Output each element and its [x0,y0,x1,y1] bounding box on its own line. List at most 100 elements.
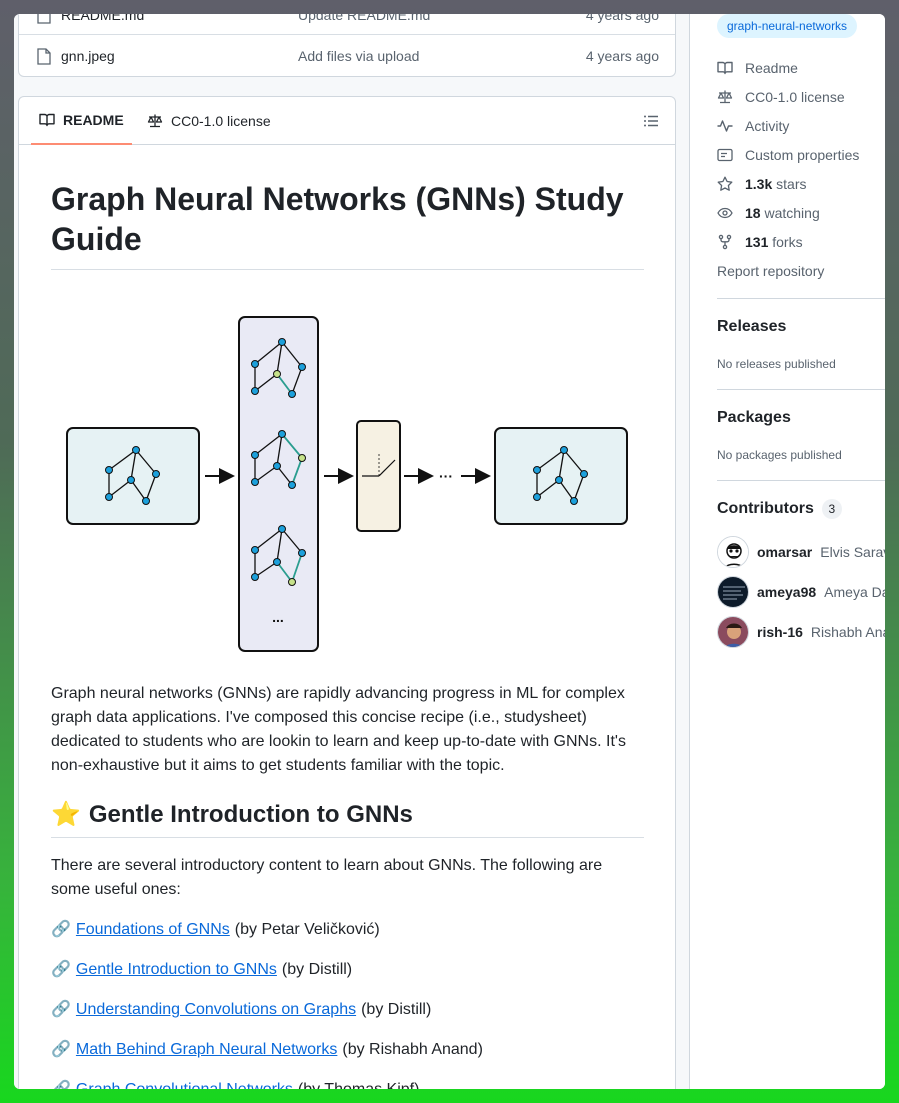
contributor-name: Ameya Daigavane [824,584,885,600]
tab-label: README [63,112,124,128]
readme-tabs: README CC0-1.0 license [19,97,675,145]
contributor-name: Elvis Saravia [820,544,885,560]
contributors-counter: 3 [821,499,842,519]
book-icon [717,61,733,75]
forks-count: 131 [745,234,769,250]
sidebar-item-stars[interactable]: 1.3k stars [717,174,806,194]
pulse-icon [717,120,733,132]
report-repository-link[interactable]: Report repository [717,263,825,279]
repo-sidebar: graph-neural-networks Readme CC0-1.0 lic… [689,14,885,1089]
packages-title[interactable]: Packages [717,409,791,426]
sidebar-item-label: watching [764,205,820,221]
link-author: (by Distill) [281,961,353,978]
sidebar-item-label: Readme [745,60,798,76]
avatar[interactable] [717,536,749,568]
list-item: 🔗 Gentle Introduction to GNNs (by Distil… [51,958,644,982]
readme-content: Graph Neural Networks (GNNs) Study Guide [51,145,644,1089]
commit-time: 4 years ago [585,14,659,23]
contributors-heading[interactable]: Contributors 3 [717,499,842,519]
star-icon [717,176,733,191]
list-item: 🔗 Graph Convolutional Networks (by Thoma… [51,1078,644,1089]
commit-time: 4 years ago [585,48,659,64]
link-emoji: 🔗 [51,1078,71,1089]
avatar[interactable] [717,616,749,648]
contributor-login[interactable]: ameya98 [757,584,817,600]
diagram-more-label: ... [272,609,284,625]
browser-window: README.md Update README.md 4 years ago g… [14,14,885,1089]
link-emoji: 🔗 [51,1001,71,1018]
file-row[interactable]: README.md Update README.md 4 years ago [19,14,675,35]
tab-readme[interactable]: README [31,97,132,145]
resource-link[interactable]: Graph Convolutional Networks [76,1078,293,1089]
releases-heading[interactable]: Releases [717,318,786,336]
section-lead: There are several introductory content t… [51,857,603,898]
packages-note: No packages published [717,448,842,462]
link-author: (by Thomas Kipf) [298,1078,420,1089]
link-emoji: 🔗 [51,921,71,938]
law-icon [147,114,163,128]
file-icon [37,14,51,24]
list-item: 🔗 Math Behind Graph Neural Networks (by … [51,1038,644,1062]
topic-tag[interactable]: graph-neural-networks [717,14,858,38]
contributors-title[interactable]: Contributors [717,500,814,517]
file-name[interactable]: README.md [61,14,145,23]
sidebar-item-label: forks [772,234,803,250]
link-author: (by Petar Veličković) [234,921,380,938]
contributor-row[interactable]: ameya98 Ameya Daigavane [717,576,885,608]
sidebar-item-watching[interactable]: 18 watching [717,203,820,223]
contributor-login[interactable]: omarsar [757,544,813,560]
avatar[interactable] [717,576,749,608]
readme-panel: README CC0-1.0 license Graph Neural Netw… [18,96,676,1089]
file-name[interactable]: gnn.jpeg [61,48,115,64]
sidebar-item-label: Custom properties [745,147,860,163]
packages-heading[interactable]: Packages [717,409,791,427]
list-item: 🔗 Understanding Convolutions on Graphs (… [51,998,644,1022]
stars-count: 1.3k [745,176,773,192]
watching-count: 18 [745,205,761,221]
contributor-row[interactable]: omarsar Elvis Saravia [717,536,885,568]
tab-license[interactable]: CC0-1.0 license [139,97,279,145]
divider [717,389,885,390]
sidebar-item-activity[interactable]: Activity [717,116,789,136]
resource-link[interactable]: Math Behind Graph Neural Networks [75,1041,338,1058]
commit-message[interactable]: Update README.md [298,14,431,23]
intro-paragraph: Graph neural networks (GNNs) are rapidly… [51,685,626,774]
fork-icon [718,234,732,250]
readme-title: Graph Neural Networks (GNNs) Study Guide [51,179,644,270]
divider [717,480,885,481]
list-icon[interactable] [643,113,659,129]
note-icon [717,148,733,162]
releases-note: No releases published [717,357,836,371]
sidebar-item-label: stars [776,176,807,192]
tab-label: CC0-1.0 license [171,113,271,129]
link-author: (by Distill) [361,1001,432,1018]
sidebar-item-label: CC0-1.0 license [745,89,845,105]
sidebar-item-license[interactable]: CC0-1.0 license [717,87,845,107]
contributor-row[interactable]: rish-16 Rishabh Anand [717,616,885,648]
link-emoji: 🔗 [51,1041,71,1058]
sidebar-item-forks[interactable]: 131 forks [717,232,803,252]
sidebar-item-label: Activity [745,118,790,134]
commit-message[interactable]: Add files via upload [298,48,420,64]
star-emoji: ⭐ [51,801,81,828]
divider [717,298,885,299]
eye-icon [717,207,733,219]
releases-title[interactable]: Releases [717,318,787,335]
contributor-name: Rishabh Anand [810,624,885,640]
resource-link[interactable]: Gentle Introduction to GNNs [75,961,277,978]
section-title: Gentle Introduction to GNNs [88,801,413,828]
contributor-login[interactable]: rish-16 [757,624,803,640]
resource-link[interactable]: Understanding Convolutions on Graphs [75,1001,357,1018]
file-row[interactable]: gnn.jpeg Add files via upload 4 years ag… [19,36,675,76]
link-emoji: 🔗 [51,961,71,978]
sidebar-item-readme[interactable]: Readme [717,58,798,78]
book-icon [39,113,55,127]
file-list: README.md Update README.md 4 years ago g… [18,14,676,77]
gnn-diagram: ... ··· [51,294,644,654]
law-icon [717,90,733,104]
resource-link[interactable]: Foundations of GNNs [75,921,230,938]
sidebar-item-custom-properties[interactable]: Custom properties [717,145,859,165]
file-icon [37,48,51,65]
list-item: 🔗 Foundations of GNNs (by Petar Veličkov… [51,918,644,942]
diagram-ellipsis: ··· [439,468,453,484]
